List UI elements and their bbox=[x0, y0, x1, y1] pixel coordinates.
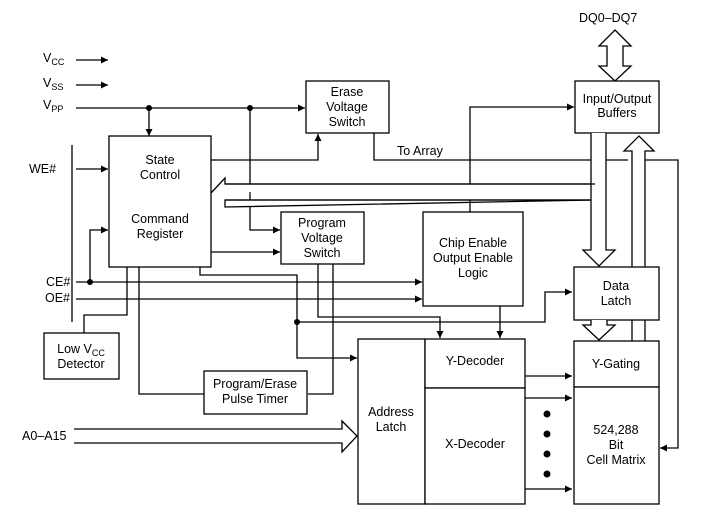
low-vcc-label: Low VCC bbox=[57, 342, 105, 358]
program-voltage-switch-block bbox=[280, 211, 365, 265]
chip-enable-label: Output Enable bbox=[433, 251, 513, 265]
data-latch-to-y-gating-bus bbox=[581, 320, 617, 341]
y-decoder-label: Y-Decoder bbox=[446, 354, 505, 368]
chip-enable-label: Chip Enable bbox=[439, 236, 507, 250]
data-latch-label: Data bbox=[603, 279, 629, 293]
address-latch-label: Latch bbox=[376, 420, 407, 434]
data-bus-label: DQ0–DQ7 bbox=[579, 11, 637, 25]
io-buffers-block bbox=[574, 80, 660, 134]
ellipsis-dot bbox=[543, 470, 551, 478]
erase-switch-label: Voltage bbox=[326, 100, 368, 114]
chip-enable-logic-block bbox=[422, 211, 524, 307]
vpp-signal: VPP bbox=[43, 98, 305, 234]
x-decoder-block bbox=[424, 387, 526, 505]
cell-matrix-label: 524,288 bbox=[593, 423, 638, 437]
data-bus-to-state-control bbox=[210, 176, 596, 208]
program-switch-to-timer bbox=[308, 264, 334, 395]
vpp-to-program-switch bbox=[249, 108, 280, 234]
address-latch-label: Address bbox=[368, 405, 414, 419]
ce-to-command-register bbox=[89, 226, 108, 282]
we-label: WE# bbox=[29, 162, 56, 176]
x-decoder-label: X-Decoder bbox=[445, 437, 505, 451]
vcc-signal: VCC bbox=[43, 51, 108, 67]
erase-switch-label: Switch bbox=[329, 115, 366, 129]
data-latch-block bbox=[573, 266, 660, 321]
cell-to-buffers-bus bbox=[622, 135, 656, 343]
io-buffers-label: Input/Output bbox=[583, 92, 652, 106]
state-control-label: State bbox=[145, 153, 174, 167]
vcc-label: VCC bbox=[43, 51, 65, 67]
to-data-latch-line bbox=[297, 288, 572, 323]
vss-signal: VSS bbox=[43, 76, 108, 92]
y-gating-label: Y-Gating bbox=[592, 357, 640, 371]
program-switch-label: Switch bbox=[304, 246, 341, 260]
pulse-timer-label: Program/Erase bbox=[213, 377, 297, 391]
oe-label: OE# bbox=[45, 291, 70, 305]
program-switch-label: Voltage bbox=[301, 231, 343, 245]
to-array-to-cell-matrix bbox=[645, 159, 679, 452]
data-latch-label: Latch bbox=[601, 294, 632, 308]
cell-matrix-label: Bit bbox=[609, 438, 624, 452]
to-io-buffers-line bbox=[469, 103, 574, 184]
state-control-block bbox=[108, 135, 212, 268]
to-array-label: To Array bbox=[397, 144, 444, 158]
address-bus-label: A0–A15 bbox=[22, 429, 67, 443]
address-bus-arrow bbox=[74, 419, 358, 454]
program-switch-label: Program bbox=[298, 216, 346, 230]
state-control-label: Control bbox=[140, 168, 180, 182]
ellipsis-dot bbox=[543, 450, 551, 458]
y-gating-block bbox=[573, 340, 660, 388]
y-decoder-block bbox=[424, 338, 526, 389]
vss-label: VSS bbox=[43, 76, 63, 92]
command-register-label: Command bbox=[131, 212, 189, 226]
data-bus-bidirectional-arrow bbox=[597, 29, 633, 82]
erase-voltage-switch-block bbox=[305, 80, 390, 134]
cell-matrix-block bbox=[573, 386, 660, 505]
ellipsis-dot bbox=[543, 430, 551, 438]
io-buffers-label: Buffers bbox=[597, 106, 636, 120]
program-switch-to-y-decoder bbox=[317, 264, 444, 338]
ce-label: CE# bbox=[46, 275, 70, 289]
vpp-label: VPP bbox=[43, 98, 63, 114]
command-register-label: Register bbox=[137, 227, 184, 241]
low-vcc-detector-block bbox=[43, 332, 120, 380]
state-to-erase-switch bbox=[211, 134, 322, 161]
to-array-line bbox=[373, 133, 628, 161]
address-latch-block bbox=[357, 338, 426, 505]
ellipsis-dot bbox=[543, 410, 551, 418]
state-to-low-vcc bbox=[83, 267, 128, 333]
pulse-timer-label: Pulse Timer bbox=[222, 392, 288, 406]
pulse-timer-block bbox=[203, 370, 308, 415]
chip-enable-label: Logic bbox=[458, 266, 488, 280]
state-to-address-latch bbox=[199, 267, 357, 362]
erase-switch-label: Erase bbox=[331, 85, 364, 99]
low-vcc-label: Detector bbox=[57, 357, 104, 371]
cell-matrix-label: Cell Matrix bbox=[586, 453, 646, 467]
state-to-timer bbox=[138, 267, 205, 395]
buffers-to-data-latch-bus bbox=[581, 133, 617, 267]
